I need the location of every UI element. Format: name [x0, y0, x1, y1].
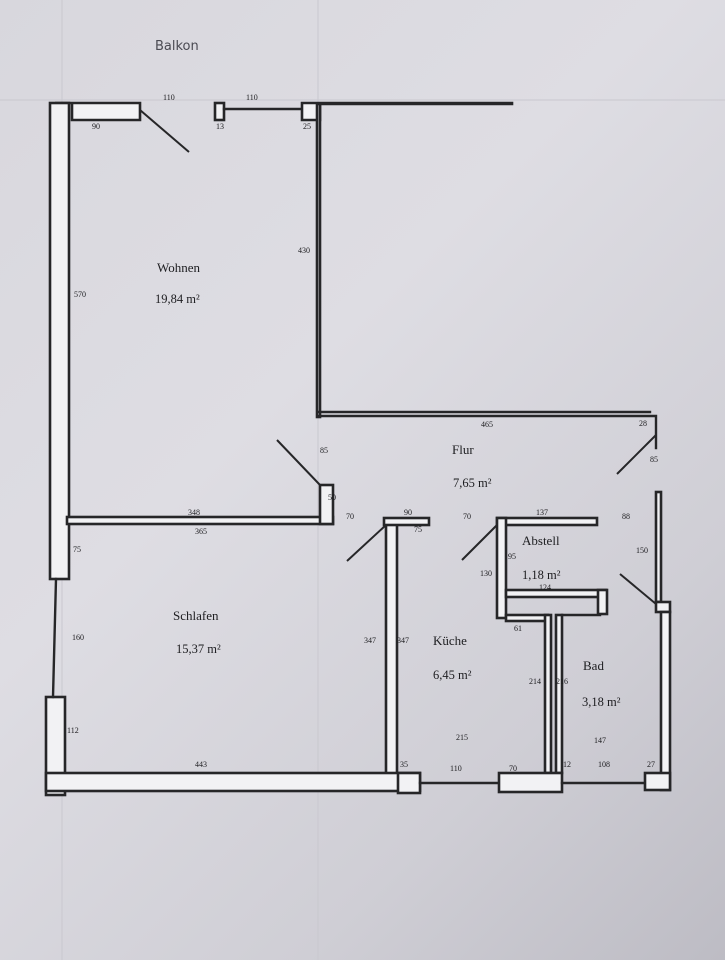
dimension-label: 61	[514, 624, 522, 633]
door-swing	[276, 439, 321, 486]
dimension-label: 215	[456, 733, 468, 742]
room-area: 15,37 m²	[176, 642, 221, 656]
door-swing	[346, 524, 387, 562]
dimension-label: 85	[650, 455, 658, 464]
room-area: 3,18 m²	[582, 695, 621, 709]
dimension-label: 160	[72, 633, 84, 642]
dimension-label: 90	[404, 508, 412, 517]
handwritten-note: Balkon	[155, 39, 199, 54]
dimension-label: 75	[73, 545, 81, 554]
wall	[654, 600, 672, 614]
dimension-label: 35	[400, 760, 408, 769]
dimension-label: 347	[364, 636, 376, 645]
dimension-label: 214	[529, 677, 541, 686]
room-name: Küche	[433, 633, 467, 648]
wall	[44, 771, 422, 793]
wall	[316, 414, 658, 450]
dimension-label: 27	[647, 760, 655, 769]
wall	[596, 588, 609, 616]
dimension-label: 85	[320, 446, 328, 455]
dimension-label: 90	[92, 122, 100, 131]
dimension-label: 110	[163, 93, 175, 102]
dimension-label: 75	[414, 525, 422, 534]
dimension-label: 570	[74, 290, 86, 299]
dimension-label: 443	[195, 760, 207, 769]
dimension-label: 150	[636, 546, 648, 555]
wall	[495, 516, 508, 620]
wall	[213, 101, 226, 122]
wall	[554, 613, 564, 775]
wall	[543, 613, 553, 775]
dimension-label: 112	[67, 726, 79, 735]
wall	[300, 101, 514, 122]
dimension-label: 216	[556, 677, 568, 686]
room-area: 1,18 m²	[522, 568, 561, 582]
room-area: 19,84 m²	[155, 292, 200, 306]
dimension-label: 348	[188, 508, 200, 517]
wall	[382, 516, 431, 527]
dimension-label: 70	[463, 512, 471, 521]
wall	[504, 613, 550, 623]
wall	[504, 588, 608, 599]
room-name: Abstell	[522, 533, 560, 548]
door-swing	[616, 434, 657, 475]
dimension-label: 13	[216, 122, 224, 131]
dimension-label: 88	[622, 512, 630, 521]
room-area: 6,45 m²	[433, 668, 472, 682]
dimension-label: 12	[563, 760, 571, 769]
dimension-label: 465	[481, 420, 493, 429]
dimension-label: 347	[397, 636, 409, 645]
wall	[51, 577, 58, 699]
dimension-label: 124	[539, 583, 551, 592]
dimension-label: 108	[598, 760, 610, 769]
wall	[48, 101, 71, 581]
dimension-label: 130	[480, 569, 492, 578]
wall	[654, 490, 663, 604]
wall	[384, 518, 399, 780]
room-area: 7,65 m²	[453, 476, 492, 490]
dimension-label: 110	[450, 764, 462, 773]
wall	[396, 771, 422, 795]
dimension-label: 28	[639, 419, 647, 428]
room-name: Schlafen	[173, 608, 219, 623]
dimension-label: 137	[536, 508, 548, 517]
dimension-label: 70	[346, 512, 354, 521]
dimension-label: 25	[303, 122, 311, 131]
dimension-label: 50	[328, 493, 336, 502]
wall	[65, 515, 335, 526]
dimension-label: 430	[298, 246, 310, 255]
wall	[318, 483, 335, 526]
dimension-label: 70	[509, 764, 517, 773]
wall	[659, 610, 672, 792]
wall	[643, 771, 672, 792]
room-name: Wohnen	[157, 260, 200, 275]
wall	[495, 516, 599, 527]
door-swing	[461, 524, 498, 561]
wall	[497, 771, 564, 794]
dimension-label: 95	[508, 552, 516, 561]
dimension-label: 365	[195, 527, 207, 536]
dimension-label: 147	[594, 736, 606, 745]
dimension-label: 110	[246, 93, 258, 102]
wall	[44, 695, 67, 797]
door-swing	[139, 109, 190, 153]
room-name: Bad	[583, 658, 604, 673]
wall	[315, 102, 322, 419]
door-swing	[619, 573, 657, 605]
room-name: Flur	[452, 442, 474, 457]
